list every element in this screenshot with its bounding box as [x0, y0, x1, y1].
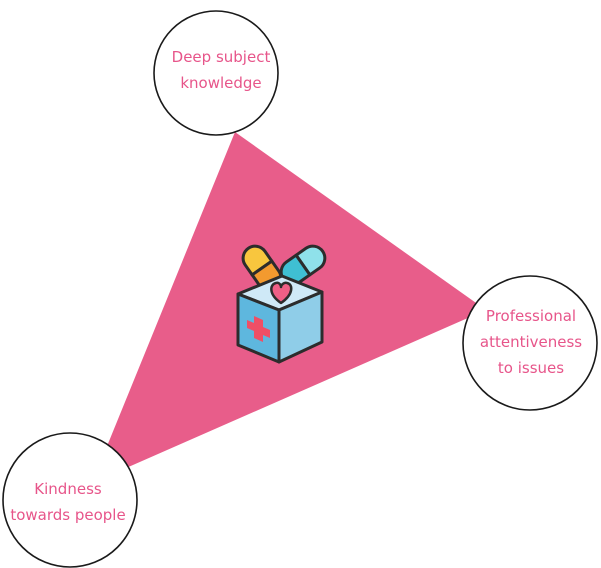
node-circle-right [462, 275, 598, 411]
node-circle-top [153, 10, 279, 136]
box-right-face [277, 290, 324, 364]
medicine-box-icon [236, 244, 327, 364]
medical-cross-icon [247, 316, 270, 342]
node-circle-left [2, 432, 138, 568]
capsule-teal-icon [279, 244, 327, 286]
heart-icon [270, 281, 293, 305]
